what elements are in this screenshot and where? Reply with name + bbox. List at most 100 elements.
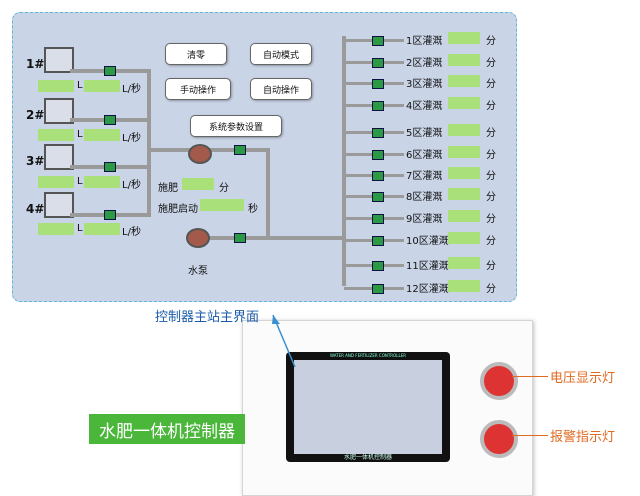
pipe (266, 148, 270, 238)
tank-3-rate-value (84, 176, 120, 188)
zone-value (448, 167, 480, 179)
water-pump-icon (186, 228, 210, 248)
valve-icon (104, 162, 116, 172)
fertilize-unit: 分 (219, 183, 229, 194)
zone-unit: 分 (486, 101, 496, 112)
zone-label: 11区灌溉 (406, 261, 449, 272)
fertilize-start-unit: 秒 (248, 204, 258, 215)
zone-unit: 分 (486, 192, 496, 203)
device-header-text: WATER AND FERTILIZER CONTROLLER (330, 353, 406, 358)
zone-unit: 分 (486, 214, 496, 225)
valve-icon (372, 58, 384, 68)
tank-3-volume-unit: L (77, 176, 83, 187)
tank-1-rate-unit: L/秒 (122, 84, 141, 95)
valve-icon (372, 171, 384, 181)
tank-2-label: 2# (26, 108, 45, 122)
voltage-callout: 电压显示灯 (550, 371, 616, 386)
fertilize-value (182, 178, 214, 190)
zone-label: 9区灌溉 (406, 214, 443, 225)
tank-2-volume-unit: L (77, 129, 83, 140)
tank-3-label: 3# (26, 154, 45, 168)
tank-2-rate-unit: L/秒 (122, 133, 141, 144)
fertilizer-pump-icon (188, 144, 212, 164)
zone-unit: 分 (486, 236, 496, 247)
valve-icon (372, 101, 384, 111)
valve-icon (372, 150, 384, 160)
product-name-tag: 水肥一体机控制器 (89, 414, 245, 444)
valve-icon (372, 192, 384, 202)
zone-value (448, 97, 480, 109)
valve-icon (234, 145, 246, 155)
valve-icon (104, 66, 116, 76)
tank-2-icon (44, 98, 74, 124)
water-pump-label: 水泵 (188, 266, 208, 277)
zone-unit: 分 (486, 58, 496, 69)
tank-1-volume-unit: L (77, 80, 83, 91)
zone-value (448, 75, 480, 87)
callout-line (512, 376, 548, 377)
valve-icon (372, 214, 384, 224)
zone-label: 5区灌溉 (406, 128, 443, 139)
tank-1-icon (44, 47, 74, 73)
valve-icon (372, 36, 384, 46)
tank-4-label: 4# (26, 202, 45, 216)
tank-1-volume-value (38, 80, 74, 92)
zone-label: 4区灌溉 (406, 101, 443, 112)
fertilize-start-label: 施肥启动 (158, 204, 198, 215)
zone-label: 7区灌溉 (406, 171, 443, 182)
valve-icon (372, 128, 384, 138)
zone-label: 2区灌溉 (406, 58, 443, 69)
tank-4-rate-unit: L/秒 (122, 227, 141, 238)
tank-2-volume-value (38, 129, 74, 141)
zone-value (448, 124, 480, 136)
pipe (147, 69, 151, 217)
alarm-callout: 报警指示灯 (550, 430, 616, 445)
zone-value (448, 146, 480, 158)
fertilize-label: 施肥 (158, 183, 178, 194)
clear-button[interactable]: 清零 (165, 43, 227, 65)
tank-4-volume-unit: L (77, 223, 83, 234)
zone-unit: 分 (486, 261, 496, 272)
valve-icon (104, 210, 116, 220)
device-screen-ui (294, 360, 442, 454)
device-footer-text: 水肥一体机控制器 (343, 454, 392, 461)
tank-2-rate-value (84, 129, 120, 141)
callout-arrow-icon (272, 314, 296, 368)
zone-label: 1区灌溉 (406, 36, 443, 47)
pipe (342, 36, 346, 286)
zone-label: 12区灌溉 (406, 284, 449, 295)
main-ui-callout: 控制器主站主界面 (155, 310, 260, 325)
tank-4-icon (44, 192, 74, 218)
pipe (196, 236, 346, 240)
auto-mode-button[interactable]: 自动模式 (250, 43, 312, 65)
tank-4-rate-value (84, 223, 120, 235)
tank-3-rate-unit: L/秒 (122, 180, 141, 191)
zone-label: 8区灌溉 (406, 192, 443, 203)
zone-value (448, 32, 480, 44)
zone-unit: 分 (486, 128, 496, 139)
zone-unit: 分 (486, 79, 496, 90)
tank-1-label: 1# (26, 57, 45, 71)
valve-icon (372, 79, 384, 89)
valve-icon (104, 115, 116, 125)
tank-1-rate-value (84, 80, 120, 92)
zone-label: 10区灌溉 (406, 236, 449, 247)
tank-3-icon (44, 144, 74, 170)
callout-line (512, 435, 548, 436)
valve-icon (372, 236, 384, 246)
zone-value (448, 280, 480, 292)
valve-icon (234, 233, 246, 243)
manual-operation-button[interactable]: 手动操作 (165, 78, 231, 100)
fertilize-start-value (200, 199, 244, 211)
alarm-indicator-lamp (480, 420, 518, 458)
zone-unit: 分 (486, 284, 496, 295)
zone-unit: 分 (486, 171, 496, 182)
zone-value (448, 210, 480, 222)
tank-4-volume-value (38, 223, 74, 235)
zone-label: 3区灌溉 (406, 79, 443, 90)
zone-value (448, 188, 480, 200)
system-params-button[interactable]: 系统参数设置 (190, 115, 282, 137)
tank-3-volume-value (38, 176, 74, 188)
auto-operation-button[interactable]: 自动操作 (250, 78, 312, 100)
zone-label: 6区灌溉 (406, 150, 443, 161)
